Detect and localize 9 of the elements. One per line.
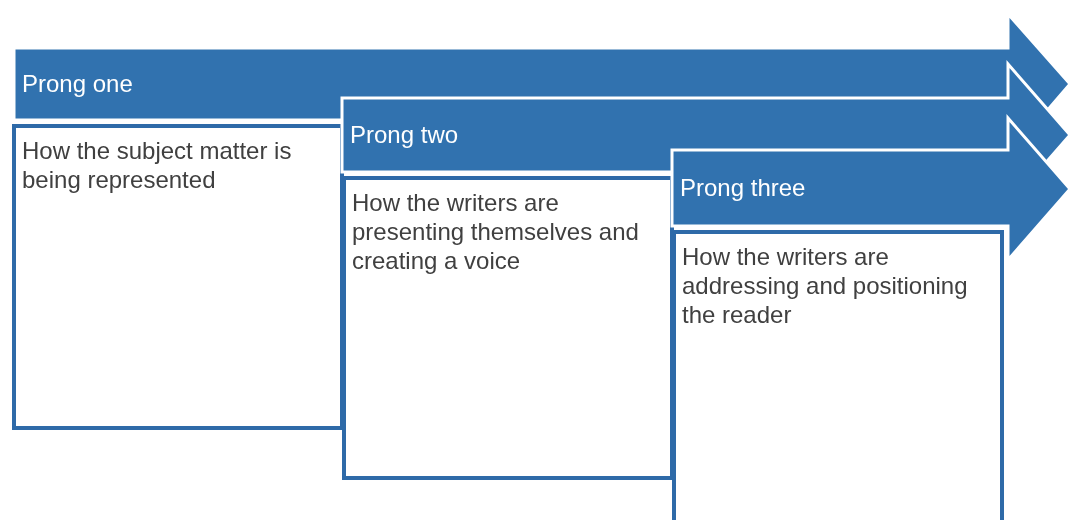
stage-heading: Prong three (680, 174, 806, 202)
stage-heading: Prong two (350, 121, 459, 149)
content-panel (342, 176, 674, 480)
description-text: How the subject matter is being represented (22, 136, 293, 194)
content-panel (672, 230, 1004, 520)
stage-heading: Prong one (22, 70, 133, 98)
description-text: How the writers are addressing and positioning the reader (682, 242, 969, 329)
content-panel (12, 124, 344, 430)
description-text: How the writers are presenting themselves and creating a voice (352, 188, 640, 275)
